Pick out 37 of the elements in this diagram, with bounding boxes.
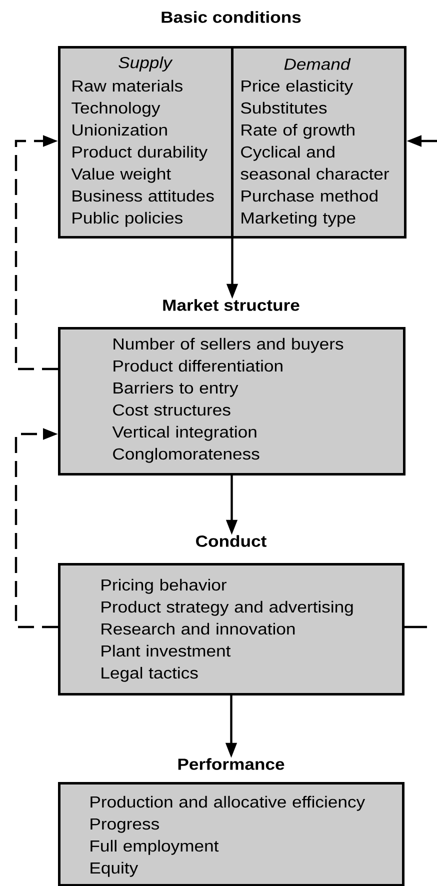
line-stub <box>404 626 427 628</box>
heading: Conduct <box>196 535 266 547</box>
list-item: Equity <box>90 862 138 877</box>
column-header: Supply <box>118 56 173 72</box>
column-header: Demand <box>284 58 351 70</box>
list-item: Cyclical and seasonal character <box>240 146 390 180</box>
list-item: Plant investment <box>102 644 231 657</box>
list-item: Value weight <box>71 168 171 183</box>
list-item: Barriers to entry <box>114 382 238 397</box>
list-item: Substitutes <box>241 102 327 114</box>
list-item: Raw materials <box>72 80 182 92</box>
heading: Basic conditions <box>162 11 301 23</box>
list-item: Legal tactics <box>102 666 198 682</box>
list-item: Public policies <box>72 212 182 227</box>
list-item: Product strategy and advertising <box>102 600 353 616</box>
feedback-arrow <box>14 428 58 628</box>
list-item: Unionization <box>72 124 167 136</box>
list-item: Conglomorateness <box>113 448 260 463</box>
heading: Market structure <box>163 299 300 311</box>
list-item: Rate of growth <box>242 124 354 139</box>
feedback-arrow <box>14 135 58 370</box>
list-item: Pricing behavior <box>102 578 226 594</box>
heading: Performance <box>178 758 284 770</box>
list-item: Vertical integration <box>112 426 256 441</box>
list-item: Product differentiation <box>114 360 282 372</box>
list-item: Full employment <box>90 840 219 855</box>
list-item: Business attitudes <box>72 190 214 202</box>
list-item: Technology <box>72 102 160 117</box>
list-item: Progress <box>90 818 159 833</box>
list-item: Number of sellers and buyers <box>114 338 344 353</box>
list-item: Product durability <box>72 146 208 161</box>
list-item: Marketing type <box>242 212 356 227</box>
list-item: Cost structures <box>113 404 230 416</box>
list-item: Purchase method <box>242 190 378 202</box>
list-item: Research and innovation <box>102 622 295 635</box>
list-item: Price elasticity <box>242 80 354 95</box>
list-item: Production and allocative efficiency <box>90 796 366 811</box>
